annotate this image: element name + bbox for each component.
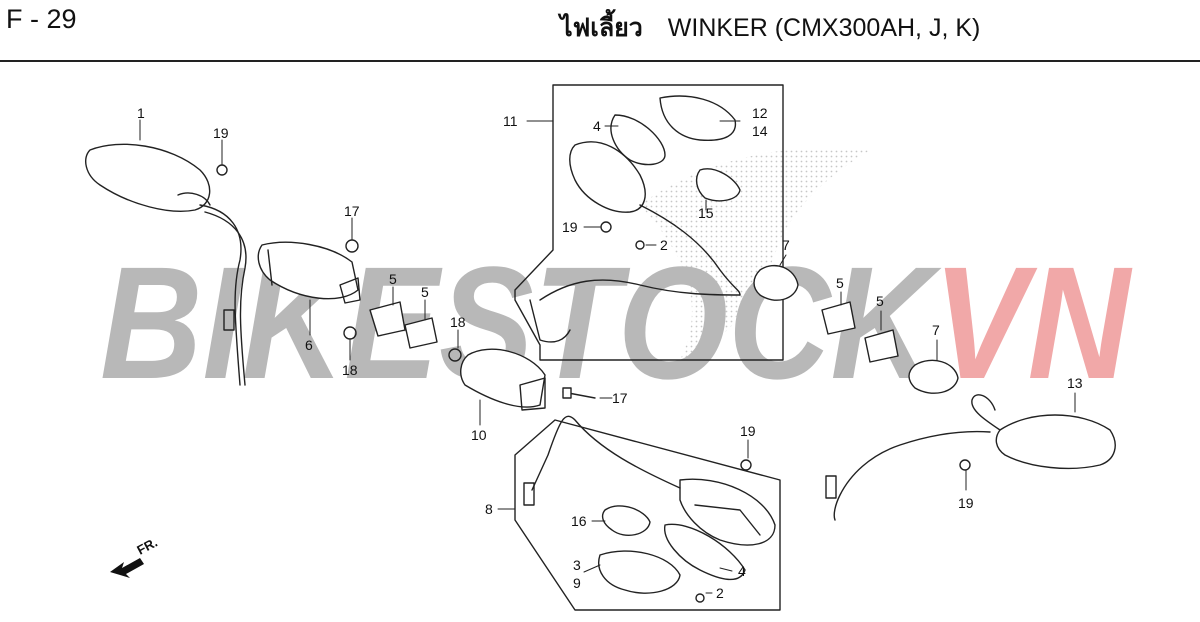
callout-label: 2: [660, 237, 668, 253]
left-winker-housing: [257, 241, 361, 304]
bracket-5-a: [369, 301, 406, 337]
callout-labels: 1 19 17 6 18 5 5 18 10 17 11 4 12 14 15 …: [137, 105, 1083, 601]
watermark-text: BIKESTOCKVN: [100, 233, 1133, 412]
background-wing-pattern: [640, 147, 870, 360]
front-left-winker: [84, 143, 247, 386]
callout-label: 5: [836, 275, 844, 291]
watermark-suffix: VN: [933, 233, 1133, 412]
callout-label: 18: [342, 362, 358, 378]
callout-label: 19: [740, 423, 756, 439]
callout-label: 17: [612, 390, 628, 406]
callout-label: 17: [344, 203, 360, 219]
nut-18-center: [448, 348, 462, 362]
screw-2-b: [695, 593, 705, 603]
callout-label: 19: [562, 219, 578, 235]
nut-18-left: [343, 326, 357, 340]
screw-19-c: [740, 459, 752, 471]
rear-right-winker: [523, 415, 776, 594]
bracket-5-b: [404, 317, 438, 349]
socket-7-lower: [908, 359, 959, 394]
title-thai: ไฟเลี้ยว: [560, 14, 643, 42]
front-direction-indicator: FR.: [110, 535, 160, 578]
rear-left-winker: [529, 95, 741, 343]
callout-label: 3: [573, 557, 581, 573]
screw-19-a: [216, 164, 228, 176]
screw-19-d: [959, 459, 971, 471]
callout-label: 19: [213, 125, 229, 141]
callout-label: 19: [958, 495, 974, 511]
bracket-5-d: [864, 329, 899, 363]
callout-label: 1: [137, 105, 145, 121]
socket-7-upper: [753, 265, 799, 301]
callout-label: 6: [305, 337, 313, 353]
callout-label: 2: [716, 585, 724, 601]
assembly-box-8: [514, 419, 781, 611]
callout-label: 7: [932, 322, 940, 338]
callout-label: 4: [593, 118, 601, 134]
screw-2-a: [635, 240, 645, 250]
callout-label: 7: [782, 237, 790, 253]
page-title: ไฟเลี้ยว WINKER (CMX300AH, J, K): [560, 8, 980, 48]
front-arrow-icon: [110, 558, 144, 578]
callout-label: 10: [471, 427, 487, 443]
front-right-winker: [825, 394, 1116, 521]
page-code: F - 29: [6, 4, 77, 34]
callout-label: 5: [876, 293, 884, 309]
callout-label: 9: [573, 575, 581, 591]
callout-label: 4: [738, 563, 746, 579]
callout-label: 5: [421, 284, 429, 300]
callout-label: 13: [1067, 375, 1083, 391]
front-label: FR.: [134, 535, 160, 558]
callout-label: 5: [389, 271, 397, 287]
screw-19-b: [600, 221, 612, 233]
right-winker-housing: [460, 348, 546, 411]
header-divider: [0, 60, 1200, 62]
callout-label: 8: [485, 501, 493, 517]
callout-label: 11: [503, 113, 518, 129]
callout-label: 12: [752, 105, 768, 121]
callout-label: 15: [698, 205, 714, 221]
assembly-box-11: [514, 84, 784, 361]
callout-label: 14: [752, 123, 768, 139]
callout-label: 16: [571, 513, 587, 529]
callout-label: 18: [450, 314, 466, 330]
title-english: WINKER (CMX300AH, J, K): [667, 14, 981, 42]
